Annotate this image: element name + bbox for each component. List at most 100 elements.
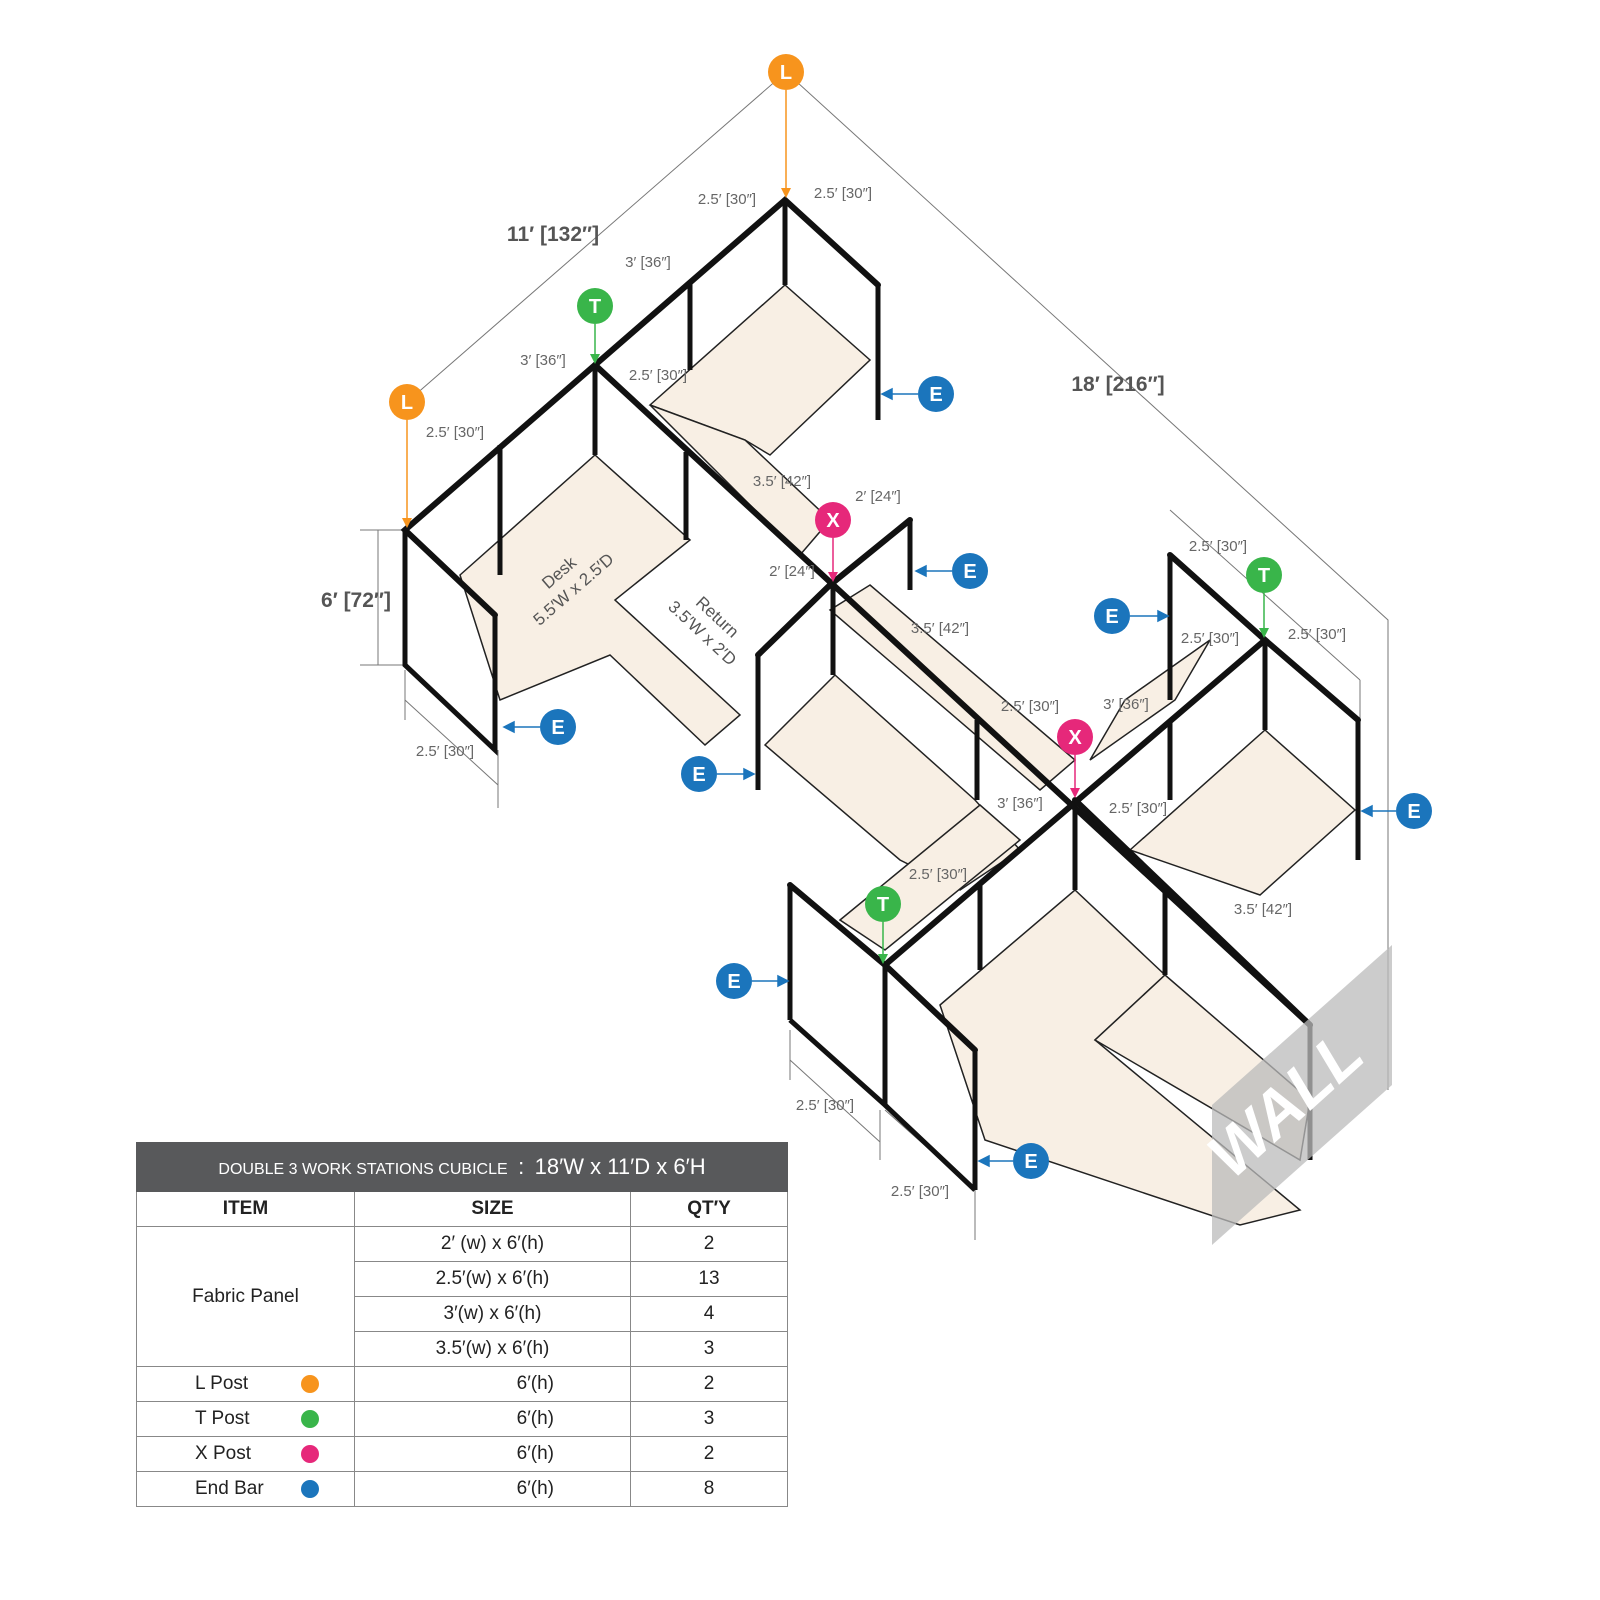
dim-label: 2.5′ [30″] (814, 185, 872, 202)
size-cell: 6′(h) (354, 1436, 631, 1472)
dim-label: 2.5′ [30″] (1189, 538, 1247, 555)
dim-label: 3′ [36″] (1103, 696, 1149, 713)
svg-text:L: L (401, 392, 413, 414)
header-item: ITEM (136, 1191, 355, 1227)
l-post-marker: L (768, 54, 804, 90)
desk-left (459, 453, 742, 747)
header-size: SIZE (354, 1191, 631, 1227)
dim-label: 2.5′ [30″] (416, 743, 474, 760)
end-bar-marker: E (1396, 793, 1432, 829)
qty-cell: 4 (630, 1296, 788, 1332)
panel-posts (402, 200, 1361, 1192)
t-post-marker: T (1246, 557, 1282, 593)
dim-label: 3′ [36″] (625, 254, 671, 271)
size-cell: 2.5′(w) x 6′(h) (354, 1261, 631, 1297)
svg-text:E: E (929, 384, 942, 406)
item-label: End Bar (195, 1478, 264, 1499)
table-title: DOUBLE 3 WORK STATIONS CUBICLE : 18′W x … (136, 1142, 788, 1192)
return-right (1089, 639, 1211, 761)
dim-label: 2.5′ [30″] (1288, 626, 1346, 643)
table-row: End Bar 6′(h) 8 (136, 1471, 788, 1507)
item-label: T Post (195, 1408, 250, 1429)
height-dimension: 6′ [72″] (321, 589, 391, 612)
t-post-marker: T (577, 288, 613, 324)
table-title-separator: : (518, 1154, 525, 1179)
item-label: L Post (195, 1373, 249, 1394)
dim-label: 2.5′ [30″] (909, 866, 967, 883)
dim-label: 2′ [24″] (855, 488, 901, 505)
end-bar-marker: E (918, 376, 954, 412)
end-bar-legend-dot (301, 1479, 319, 1498)
item-cell: End Bar (136, 1471, 355, 1507)
dim-label: 3.5′ [42″] (1234, 901, 1292, 918)
dim-label: 3′ [36″] (997, 795, 1043, 812)
dim-label: 2.5′ [30″] (629, 367, 687, 384)
qty-cell: 3 (630, 1331, 788, 1367)
svg-text:E: E (727, 971, 740, 993)
svg-text:E: E (1407, 801, 1420, 823)
svg-text:E: E (1024, 1151, 1037, 1173)
svg-text:T: T (1258, 565, 1270, 587)
size-cell: 6′(h) (354, 1471, 631, 1507)
dim-label: 2.5′ [30″] (1181, 630, 1239, 647)
x-post-marker: X (1057, 719, 1093, 755)
item-cell: L Post (136, 1366, 355, 1402)
table-row: 2.5′(w) x 6′(h) 13 (137, 1261, 788, 1297)
x-post-marker: X (815, 502, 851, 538)
dim-label: 3.5′ [42″] (911, 620, 969, 637)
end-bar-marker: E (952, 553, 988, 589)
return-label: Return 3.5′W x 2′D (664, 593, 742, 670)
l-post-legend-dot (301, 1374, 319, 1393)
dim-label: 3′ [36″] (520, 352, 566, 369)
end-bar-marker: E (1094, 598, 1130, 634)
qty-cell: 2 (630, 1436, 788, 1472)
qty-cell: 2 (630, 1226, 788, 1262)
panel-dimension-labels: 2.5′ [30″] 2.5′ [30″] 2.5′ [30″] 2.5′ [3… (416, 185, 1346, 1200)
size-cell: 2′ (w) x 6′(h) (354, 1226, 631, 1262)
size-cell: 3′(w) x 6′(h) (354, 1296, 631, 1332)
bill-of-materials-table: DOUBLE 3 WORK STATIONS CUBICLE : 18′W x … (136, 1142, 788, 1507)
svg-text:T: T (589, 296, 601, 318)
dim-label: 2.5′ [30″] (426, 424, 484, 441)
fabric-panel-item: Fabric Panel (136, 1226, 355, 1367)
width-dimension: 18′ [216″] (1071, 373, 1164, 396)
qty-cell: 2 (630, 1366, 788, 1402)
svg-text:E: E (692, 764, 705, 786)
table-row: X Post 6′(h) 2 (136, 1436, 788, 1472)
dim-label: 2.5′ [30″] (796, 1097, 854, 1114)
size-cell: 6′(h) (354, 1401, 631, 1437)
table-row: L Post 6′(h) 2 (136, 1366, 788, 1402)
svg-text:E: E (963, 561, 976, 583)
item-cell: T Post (136, 1401, 355, 1437)
t-post-legend-dot (301, 1409, 319, 1428)
qty-cell: 3 (630, 1401, 788, 1437)
t-post-marker: T (865, 886, 901, 922)
svg-text:T: T (877, 894, 889, 916)
dim-label: 2.5′ [30″] (891, 1183, 949, 1200)
table-title-text: DOUBLE 3 WORK STATIONS CUBICLE (218, 1161, 508, 1178)
svg-text:E: E (551, 717, 564, 739)
x-post-legend-dot (301, 1444, 319, 1463)
overall-dimension-lines (360, 71, 1389, 1240)
qty-cell: 8 (630, 1471, 788, 1507)
item-cell: X Post (136, 1436, 355, 1472)
marker-arrows (402, 90, 1396, 1168)
size-cell: 6′(h) (354, 1366, 631, 1402)
end-bar-marker: E (716, 963, 752, 999)
table-row: Fabric Panel 2′ (w) x 6′(h) 2 (136, 1226, 788, 1367)
table-title-dimensions: 18′W x 11′D x 6′H (534, 1154, 706, 1179)
wall: WALL (1194, 945, 1392, 1245)
l-post-marker: L (389, 384, 425, 420)
dim-label: 2.5′ [30″] (698, 191, 756, 208)
header-qty: QT′Y (630, 1191, 788, 1227)
qty-cell: 13 (630, 1261, 788, 1297)
depth-dimension: 11′ [132″] (507, 223, 599, 246)
end-bar-marker: E (1013, 1143, 1049, 1179)
end-bar-marker: E (681, 756, 717, 792)
size-cell: 3.5′(w) x 6′(h) (354, 1331, 631, 1367)
dim-label: 2.5′ [30″] (1001, 698, 1059, 715)
svg-text:X: X (1068, 727, 1082, 749)
desk-right (1128, 728, 1357, 896)
dim-label: 2′ [24″] (769, 563, 815, 580)
